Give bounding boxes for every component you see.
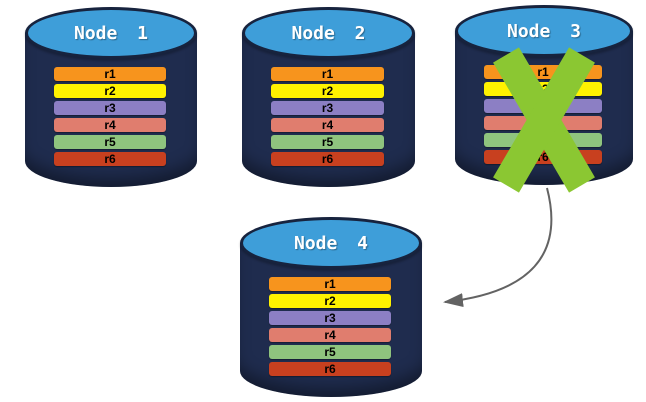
node-label: Node 1: [73, 22, 149, 44]
row-r6: r6: [271, 152, 384, 166]
failure-x-icon: [493, 47, 595, 193]
node-label: Node 4: [293, 232, 369, 254]
row-r1: r1: [271, 67, 384, 81]
replication-arrow: [443, 187, 553, 307]
row-r2: r2: [269, 294, 391, 308]
x-stroke-2: [493, 47, 595, 193]
row-r4: r4: [54, 118, 166, 132]
row-r4: r4: [271, 118, 384, 132]
arrow-path: [443, 187, 553, 307]
node-2: Node 2 r1 r2 r3 r4 r5 r6: [242, 7, 415, 187]
node-label: Node 3: [506, 20, 582, 42]
row-r3: r3: [54, 101, 166, 115]
row-stack: r1 r2 r3 r4 r5 r6: [54, 67, 166, 166]
row-r5: r5: [269, 345, 391, 359]
row-r1: r1: [269, 277, 391, 291]
cylinder-top: Node 4: [240, 217, 422, 269]
row-stack: r1 r2 r3 r4 r5 r6: [271, 67, 384, 166]
row-r3: r3: [271, 101, 384, 115]
row-r5: r5: [271, 135, 384, 149]
row-r6: r6: [54, 152, 166, 166]
cylinder-top: Node 2: [242, 7, 415, 59]
node-4: Node 4 r1 r2 r3 r4 r5 r6: [240, 217, 422, 397]
row-r2: r2: [271, 84, 384, 98]
cylinder-top: Node 3: [455, 5, 633, 57]
node-label: Node 2: [291, 22, 366, 44]
row-r6: r6: [269, 362, 391, 376]
row-r4: r4: [269, 328, 391, 342]
row-r3: r3: [269, 311, 391, 325]
row-r5: r5: [54, 135, 166, 149]
row-r2: r2: [54, 84, 166, 98]
node-1: Node 1 r1 r2 r3 r4 r5 r6: [25, 7, 197, 187]
node-3-failed: Node 3 r1 r2 r3 r4 r5 r6: [455, 5, 633, 193]
cylinder-top: Node 1: [25, 7, 197, 59]
row-r1: r1: [54, 67, 166, 81]
row-stack: r1 r2 r3 r4 r5 r6: [269, 277, 391, 376]
